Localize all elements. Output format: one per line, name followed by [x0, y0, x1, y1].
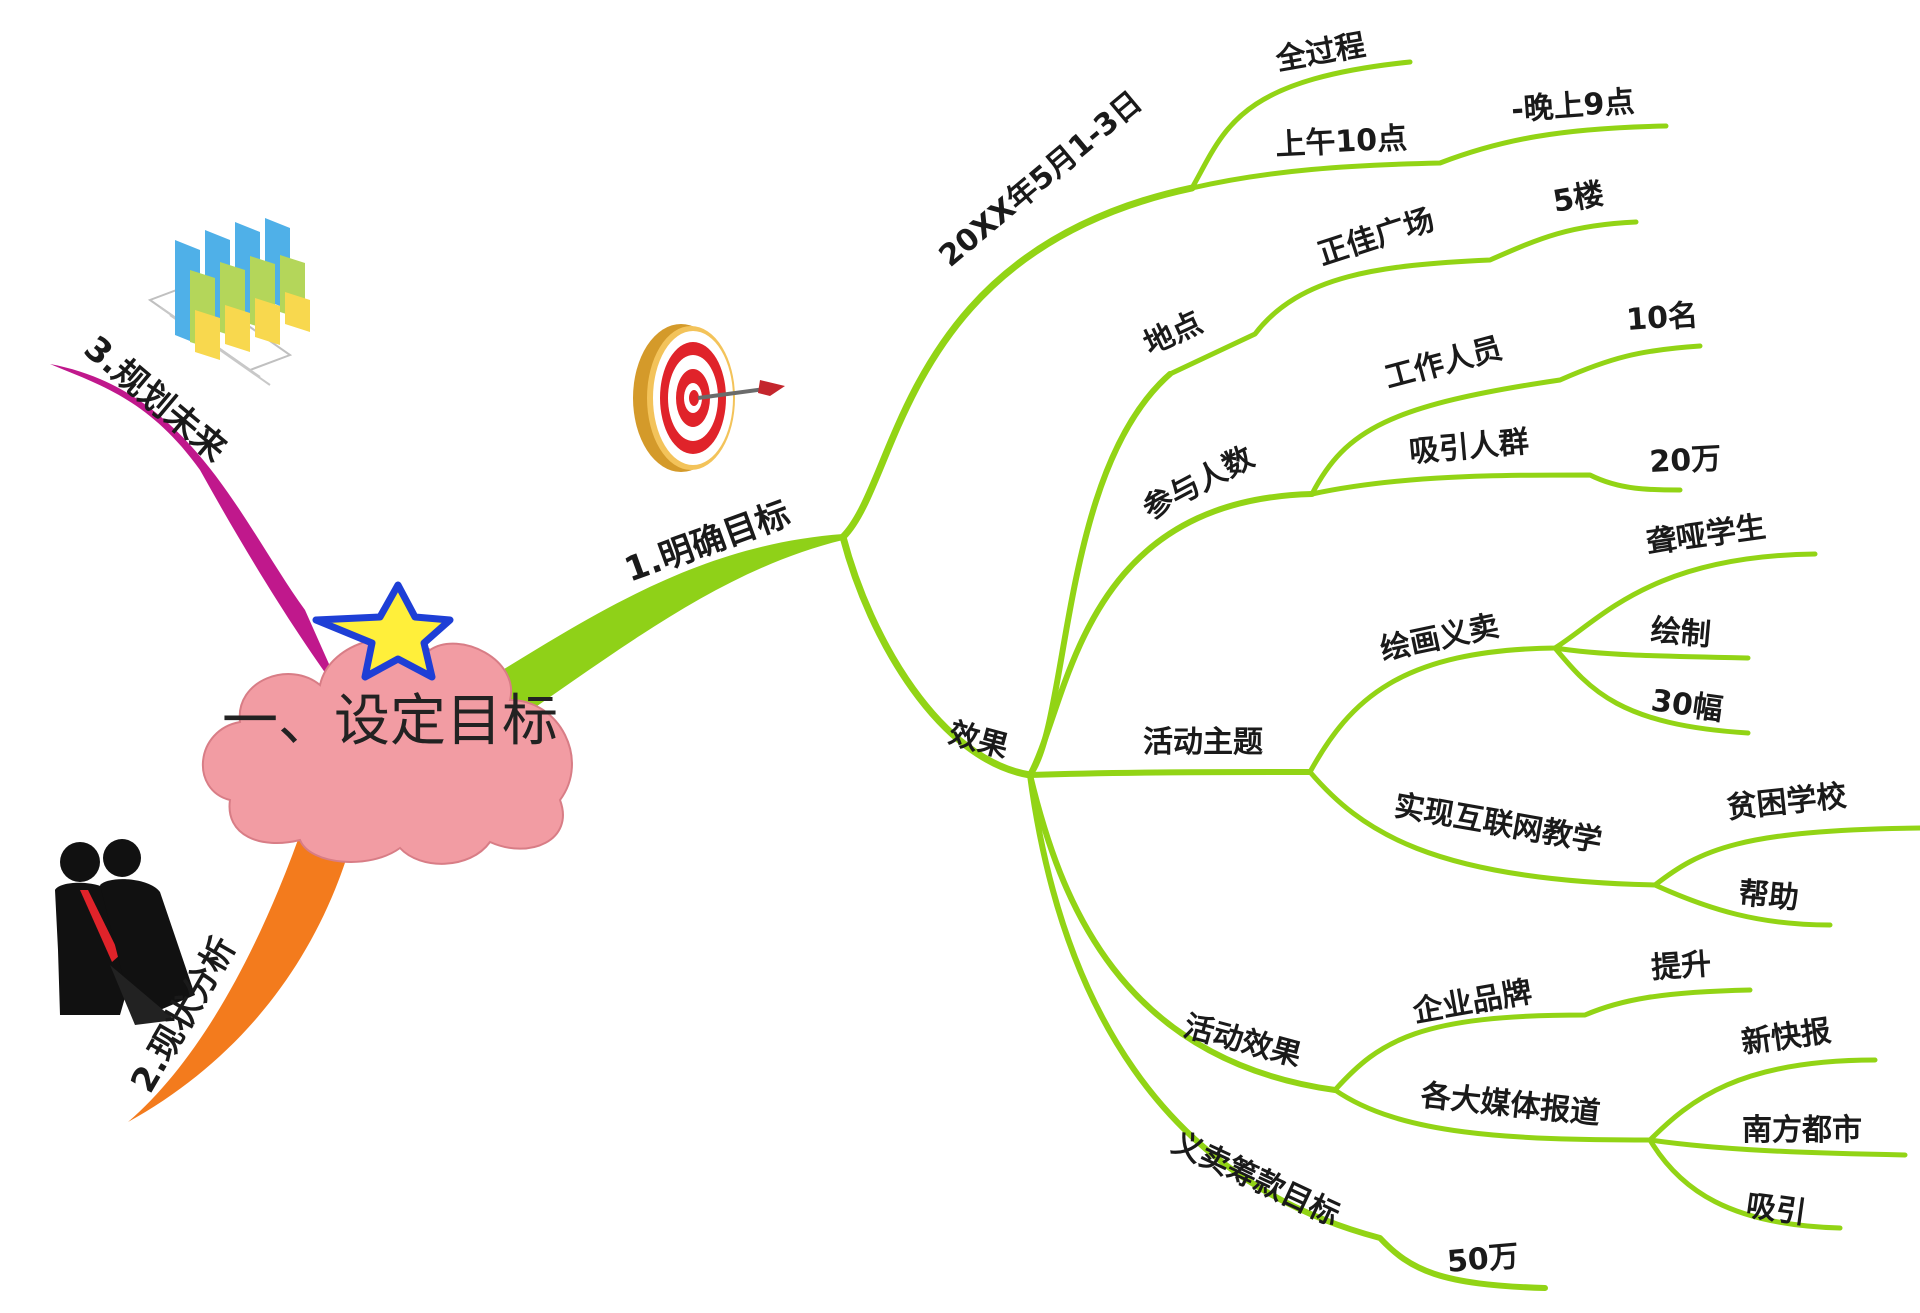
node-fund: 义卖筹款目标: [1167, 1126, 1345, 1234]
node-media: 各大媒体报道: [1418, 1078, 1602, 1132]
node-help: 帮助: [1737, 876, 1800, 916]
node-time-end: -晚上9点: [1510, 84, 1635, 128]
node-xinkuai: 新快报: [1739, 1014, 1833, 1061]
node-staff: 工作人员: [1381, 331, 1506, 396]
node-fund-amount: 50万: [1446, 1239, 1521, 1280]
node-crowd: 吸引人群: [1408, 425, 1531, 470]
bar-chart-icon: [147, 218, 310, 386]
center-topic: 一、设定目标: [222, 689, 558, 754]
node-effect: 效果: [945, 716, 1012, 765]
node-place-floor: 5楼: [1550, 177, 1606, 220]
node-deaf: 聋哑学生: [1644, 510, 1768, 561]
branch-goal: [470, 534, 843, 728]
node-nanfang: 南方都市: [1742, 1113, 1862, 1148]
cloud-icon: [201, 636, 573, 865]
node-charity: 绘画义卖: [1377, 609, 1502, 668]
node-crowd-count: 20万: [1649, 441, 1722, 480]
businessmen-icon: [55, 839, 195, 1025]
branch-lines: [839, 59, 1920, 1291]
node-staff-count: 10名: [1625, 298, 1699, 338]
node-theme: 活动主题: [1143, 725, 1263, 760]
node-boost: 提升: [1650, 947, 1712, 986]
node-time-start: 上午10点: [1275, 121, 1408, 163]
node-draw: 绘制: [1649, 613, 1712, 653]
node-place-name: 正佳广场: [1314, 202, 1439, 272]
branch-status: [128, 820, 355, 1122]
node-poor: 贫困学校: [1725, 779, 1848, 826]
node-place: 地点: [1139, 305, 1208, 362]
target-icon: [633, 324, 785, 472]
star-icon: [312, 581, 454, 681]
node-attract: 吸引: [1744, 1188, 1808, 1231]
node-people: 参与人数: [1137, 439, 1260, 527]
